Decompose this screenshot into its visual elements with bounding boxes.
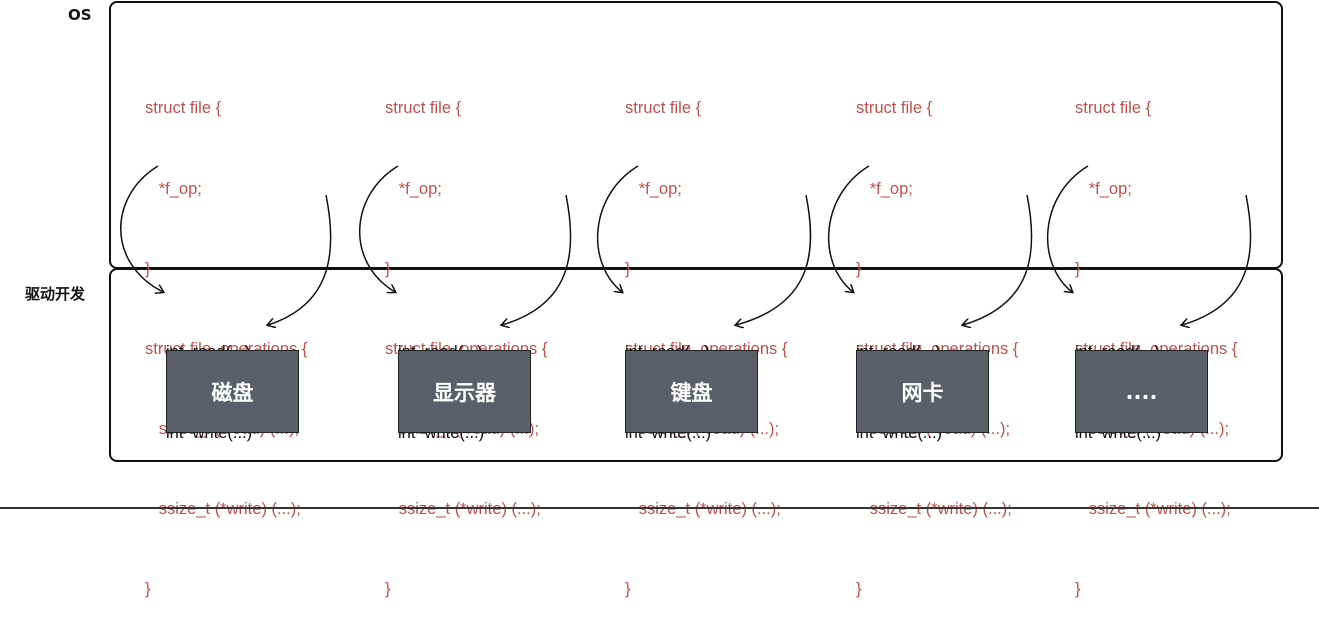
code-line: struct file { bbox=[1075, 99, 1152, 118]
code-line: } bbox=[1075, 259, 1081, 278]
code-line: *f_op; bbox=[1075, 179, 1132, 198]
code-line: struct file { bbox=[145, 99, 222, 118]
write-pointer-arrow bbox=[963, 194, 1033, 325]
code-line: struct file { bbox=[625, 99, 702, 118]
code-line: *f_op; bbox=[145, 179, 202, 198]
code-line: } bbox=[145, 579, 151, 598]
code-line: } bbox=[625, 259, 631, 278]
device-box-more: .... bbox=[1075, 350, 1208, 433]
code-line: *f_op; bbox=[625, 179, 682, 198]
driver-layer-box bbox=[109, 268, 1283, 462]
read-pointer-arrow bbox=[596, 165, 639, 292]
driver-layer-label: 驱动开发 bbox=[25, 285, 86, 303]
code-line: struct file { bbox=[856, 99, 933, 118]
write-pointer-arrow bbox=[1182, 194, 1252, 325]
device-box-network-card: 网卡 bbox=[856, 350, 989, 433]
code-line: } bbox=[385, 579, 391, 598]
code-line: } bbox=[856, 579, 862, 598]
code-line: *f_op; bbox=[856, 179, 913, 198]
device-box-keyboard: 键盘 bbox=[625, 350, 758, 433]
read-pointer-arrow bbox=[1046, 165, 1089, 292]
read-pointer-arrow bbox=[827, 165, 870, 292]
bottom-divider bbox=[0, 507, 1319, 509]
code-line: struct file { bbox=[385, 99, 462, 118]
read-pointer-arrow bbox=[359, 165, 399, 292]
device-box-disk: 磁盘 bbox=[166, 350, 299, 433]
pointer-arrows bbox=[120, 165, 1252, 509]
os-layer-label: OS bbox=[68, 6, 92, 24]
write-pointer-arrow bbox=[502, 194, 572, 325]
device-box-display: 显示器 bbox=[398, 350, 531, 433]
code-line: *f_op; bbox=[385, 179, 442, 198]
write-pointer-arrow bbox=[268, 194, 332, 325]
code-line: } bbox=[145, 259, 151, 278]
code-line: } bbox=[1075, 579, 1081, 598]
read-pointer-arrow bbox=[120, 165, 163, 292]
write-pointer-arrow bbox=[736, 194, 812, 325]
code-line: } bbox=[385, 259, 391, 278]
code-line: } bbox=[856, 259, 862, 278]
code-line: } bbox=[625, 579, 631, 598]
